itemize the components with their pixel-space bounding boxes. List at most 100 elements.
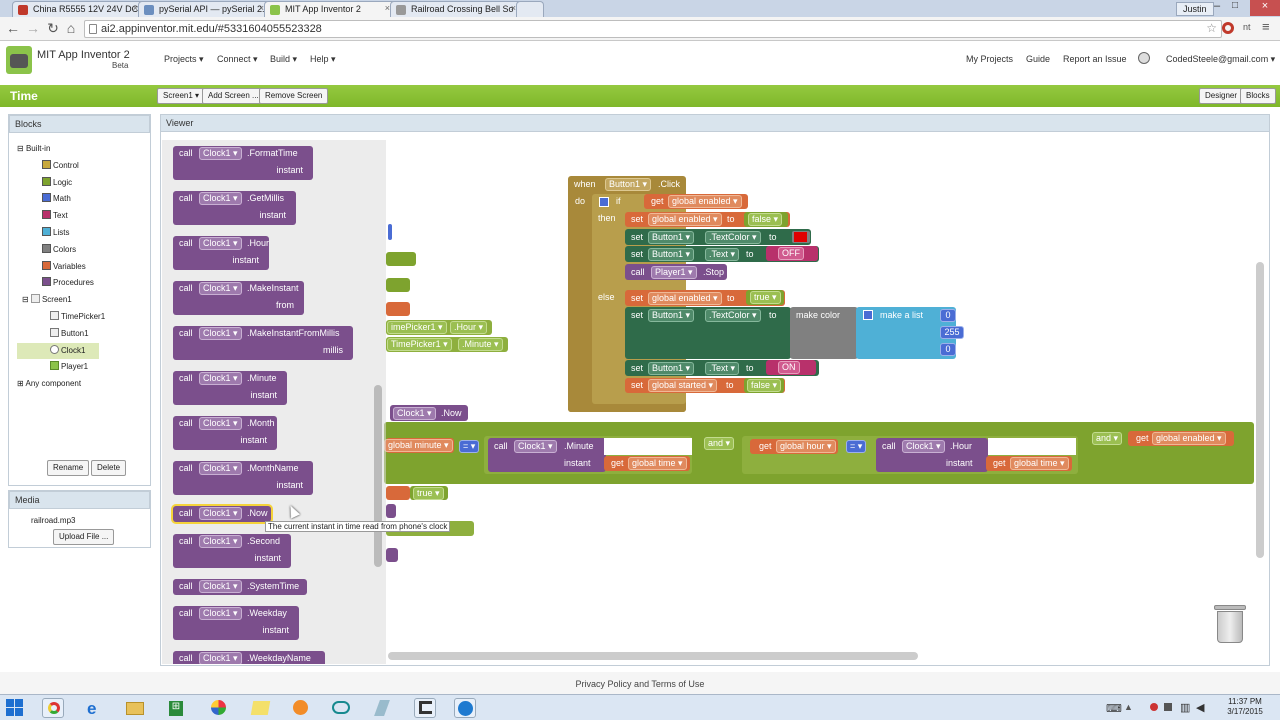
notes-icon[interactable] xyxy=(250,698,272,718)
browser-tab[interactable]: Railroad Crossing Bell So× xyxy=(390,1,522,17)
call-block-partial[interactable] xyxy=(386,504,396,518)
component-dropdown[interactable]: Clock1 ▾ xyxy=(199,462,242,475)
mutator-gear-icon[interactable] xyxy=(599,197,609,207)
chrome-icon[interactable] xyxy=(42,698,64,718)
component-clock1-selected[interactable]: Clock1 xyxy=(17,342,100,360)
set-block-partial[interactable] xyxy=(386,302,410,316)
component-dropdown[interactable]: imePicker1 ▾ xyxy=(387,321,447,334)
mutator-gear-icon[interactable] xyxy=(863,310,873,320)
component-dropdown[interactable]: Clock1 ▾ xyxy=(199,580,242,593)
extension-icon[interactable] xyxy=(1222,22,1234,34)
media-player-icon[interactable] xyxy=(208,698,230,718)
boolean-dropdown[interactable]: true ▾ xyxy=(750,291,781,304)
boolean-dropdown[interactable]: false ▾ xyxy=(747,379,782,392)
media-file-item[interactable]: railroad.mp3 xyxy=(31,516,76,525)
close-icon[interactable]: × xyxy=(510,3,516,13)
variable-dropdown[interactable]: global enabled ▾ xyxy=(1152,432,1226,445)
component-dropdown[interactable]: Clock1 ▾ xyxy=(199,282,242,295)
false-block-partial[interactable] xyxy=(386,252,416,266)
variable-dropdown[interactable]: global hour ▾ xyxy=(776,440,836,453)
tree-node-any-component[interactable]: ⊞ Any component xyxy=(17,376,105,393)
tray-expand-icon[interactable]: ▲ xyxy=(1124,702,1133,712)
app-icon[interactable] xyxy=(290,698,312,718)
close-icon[interactable]: × xyxy=(258,3,264,13)
builtin-item-control[interactable]: Control xyxy=(17,158,105,175)
builtin-item-logic[interactable]: Logic xyxy=(17,175,105,192)
number-block[interactable]: 0 xyxy=(940,309,956,322)
start-windows-icon[interactable] xyxy=(6,699,24,717)
variable-dropdown[interactable]: global started ▾ xyxy=(648,379,718,392)
component-dropdown[interactable]: Clock1 ▾ xyxy=(199,147,242,160)
builtin-item-text[interactable]: Text xyxy=(17,208,105,225)
component-dropdown[interactable]: Clock1 ▾ xyxy=(902,440,945,453)
link-report-issue[interactable]: Report an Issue xyxy=(1063,54,1127,64)
component-dropdown[interactable]: Clock1 ▾ xyxy=(199,327,242,340)
maximize-icon[interactable]: □ xyxy=(1232,0,1239,11)
property-dropdown[interactable]: .Hour ▾ xyxy=(450,321,488,334)
volume-icon[interactable]: ◀ xyxy=(1196,702,1205,714)
bookmark-star-icon[interactable]: ☆ xyxy=(1206,21,1217,35)
horizontal-scrollbar[interactable] xyxy=(388,652,918,660)
variable-dropdown[interactable]: global time ▾ xyxy=(1010,457,1069,470)
component-dropdown[interactable]: Button1 ▾ xyxy=(648,231,695,244)
compare-dropdown[interactable]: = ▾ xyxy=(459,440,480,453)
component-dropdown[interactable]: Clock1 ▾ xyxy=(199,372,242,385)
menu-build[interactable]: Build ▾ xyxy=(270,54,298,64)
drawer-scrollbar[interactable] xyxy=(374,385,382,567)
address-bar[interactable]: ai2.appinventor.mit.edu/#533160405552332… xyxy=(84,20,1222,38)
component-dropdown[interactable]: Clock1 ▾ xyxy=(199,507,242,520)
property-dropdown[interactable]: .TextColor ▾ xyxy=(705,231,761,244)
component-dropdown[interactable]: Clock1 ▾ xyxy=(199,652,242,664)
delete-button[interactable]: Delete xyxy=(91,460,127,476)
component-dropdown[interactable]: TimePicker1 ▾ xyxy=(387,338,452,351)
text-value[interactable]: OFF xyxy=(778,247,804,260)
forward-icon[interactable]: → xyxy=(26,20,40,36)
action-center-icon[interactable] xyxy=(1164,703,1172,711)
collapse-icon[interactable]: ⊟ xyxy=(22,295,29,305)
false-block-partial[interactable] xyxy=(386,278,410,292)
back-icon[interactable]: ← xyxy=(6,20,20,36)
variable-dropdown[interactable]: global enabled ▾ xyxy=(648,213,722,226)
component-dropdown[interactable]: Clock1 ▾ xyxy=(199,237,242,250)
property-dropdown[interactable]: .TextColor ▾ xyxy=(705,309,761,322)
close-icon[interactable]: × xyxy=(132,3,138,13)
menu-projects[interactable]: Projects ▾ xyxy=(164,54,204,64)
app-logo-icon[interactable] xyxy=(6,46,32,74)
compare-dropdown[interactable]: = ▾ xyxy=(846,440,867,453)
menu-help[interactable]: Help ▾ xyxy=(310,54,336,64)
variable-dropdown[interactable]: global enabled ▾ xyxy=(668,195,742,208)
tray-app-icon[interactable] xyxy=(1150,703,1158,711)
builtin-item-math[interactable]: Math xyxy=(17,191,105,208)
button1-dropdown[interactable]: Button1 ▾ xyxy=(605,178,652,191)
link-my-projects[interactable]: My Projects xyxy=(966,54,1014,64)
screen-select-button[interactable]: Screen1 ▾ xyxy=(157,88,206,104)
variable-dropdown[interactable]: global time ▾ xyxy=(628,457,687,470)
component-player1[interactable]: Player1 xyxy=(17,359,105,376)
text-editor-icon[interactable] xyxy=(372,698,394,718)
network-icon[interactable]: ▥ xyxy=(1180,702,1191,714)
component-timepicker1[interactable]: TimePicker1 xyxy=(17,309,105,326)
rename-button[interactable]: Rename xyxy=(47,460,90,476)
component-dropdown[interactable]: Clock1 ▾ xyxy=(199,192,242,205)
vertical-scrollbar[interactable] xyxy=(1256,262,1264,558)
builtin-item-variables[interactable]: Variables xyxy=(17,259,105,276)
component-dropdown[interactable]: Clock1 ▾ xyxy=(393,407,436,420)
component-button1[interactable]: Button1 xyxy=(17,326,105,343)
set-block-partial[interactable] xyxy=(386,486,410,500)
extension-icon[interactable]: nt xyxy=(1243,22,1251,32)
upload-file-button[interactable]: Upload File ... xyxy=(53,529,115,545)
property-dropdown[interactable]: .Text ▾ xyxy=(705,248,740,261)
boolean-dropdown[interactable]: true ▾ xyxy=(413,487,444,500)
component-dropdown[interactable]: Button1 ▾ xyxy=(648,362,695,375)
call-block-partial[interactable] xyxy=(386,548,398,562)
component-dropdown[interactable]: Button1 ▾ xyxy=(648,309,695,322)
number-block[interactable]: 255 xyxy=(940,326,964,339)
